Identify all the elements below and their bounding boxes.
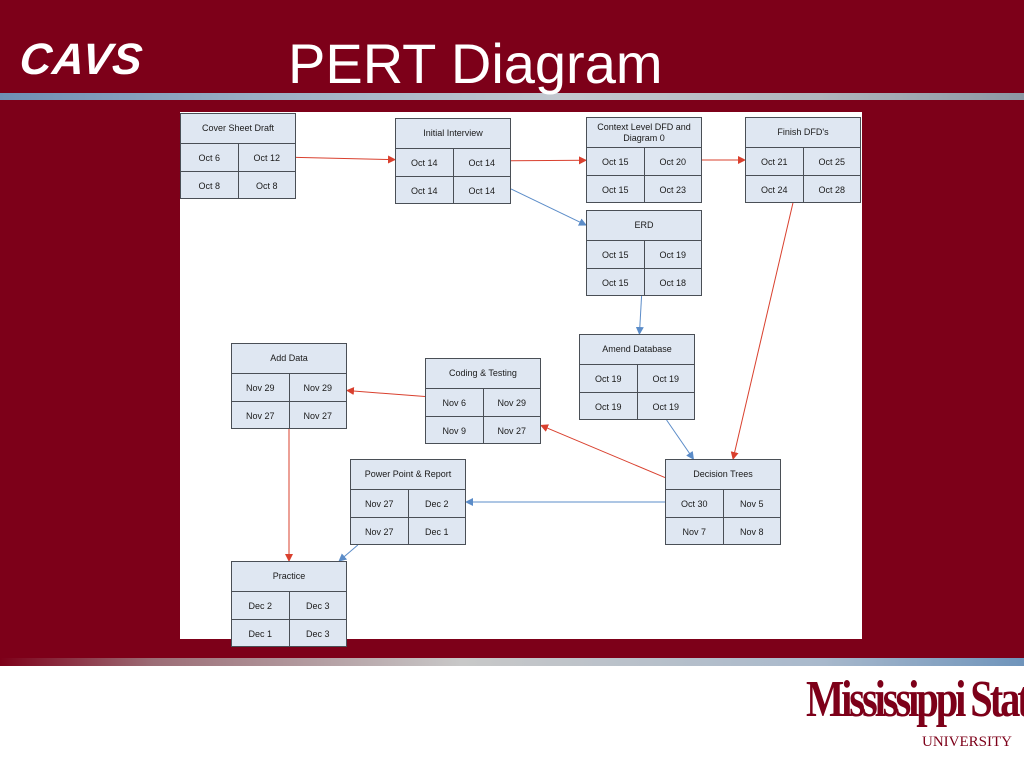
node-title: Decision Trees bbox=[666, 460, 780, 490]
node-late-start: Nov 27 bbox=[245, 410, 275, 421]
node-title: Coding & Testing bbox=[426, 359, 540, 389]
node-early-start: Oct 21 bbox=[760, 156, 788, 167]
node-early-start: Oct 15 bbox=[601, 249, 629, 260]
node-late-finish: Dec 3 bbox=[288, 620, 347, 647]
node-title: Context Level DFD and Diagram 0 bbox=[587, 118, 701, 148]
pert-node-cover-sheet-draft: Cover Sheet Draft Oct 6 Oct 12 Oct 8 Oct 8 bbox=[180, 113, 296, 199]
node-late-start: Dec 1 bbox=[248, 628, 272, 639]
node-late-finish: Nov 27 bbox=[288, 402, 347, 429]
node-title: ERD bbox=[587, 211, 701, 241]
university-name: Mississippi State bbox=[806, 671, 1024, 728]
node-late-finish: Oct 14 bbox=[452, 177, 511, 204]
node-late-finish: Nov 8 bbox=[722, 518, 781, 545]
node-late-finish: Oct 28 bbox=[802, 176, 861, 203]
node-title: Amend Database bbox=[580, 335, 694, 365]
node-early-finish: Oct 14 bbox=[452, 149, 511, 176]
pert-node-power-point-report: Power Point & Report Nov 27 Dec 2 Nov 27 D… bbox=[350, 459, 466, 545]
node-title: Cover Sheet Draft bbox=[181, 114, 295, 144]
node-late-start: Nov 9 bbox=[442, 425, 466, 436]
node-early-finish: Oct 25 bbox=[802, 148, 861, 175]
node-late-finish: Dec 1 bbox=[407, 518, 466, 545]
node-title: Practice bbox=[232, 562, 346, 592]
node-late-start: Oct 15 bbox=[601, 184, 629, 195]
node-early-start: Oct 6 bbox=[198, 152, 220, 163]
pert-arrow-coding-to-adddata bbox=[346, 387, 426, 398]
pert-node-practice: Practice Dec 2 Dec 3 Dec 1 Dec 3 bbox=[231, 561, 347, 647]
header-divider-bar bbox=[0, 93, 1024, 100]
pert-arrow-erd-to-amend bbox=[635, 295, 644, 335]
node-early-finish: Nov 29 bbox=[288, 374, 347, 401]
node-late-start: Nov 27 bbox=[364, 526, 394, 537]
node-early-finish: Nov 5 bbox=[722, 490, 781, 517]
node-early-finish: Dec 2 bbox=[407, 490, 466, 517]
node-early-start: Nov 29 bbox=[245, 382, 275, 393]
slide-title: PERT Diagram bbox=[288, 32, 663, 95]
node-early-start: Oct 15 bbox=[601, 156, 629, 167]
node-early-finish: Oct 12 bbox=[237, 144, 296, 171]
pert-arrow-interview-to-erd bbox=[510, 188, 587, 226]
pert-node-erd: ERD Oct 15 Oct 19 Oct 15 Oct 18 bbox=[586, 210, 702, 296]
pert-arrow-ppt-to-practice bbox=[338, 544, 359, 562]
pert-arrow-amend-to-decision bbox=[666, 419, 694, 460]
pert-node-add-data: Add Data Nov 29 Nov 29 Nov 27 Nov 27 bbox=[231, 343, 347, 429]
node-late-finish: Oct 8 bbox=[237, 172, 296, 199]
node-late-finish: Oct 19 bbox=[636, 393, 695, 420]
node-late-start: Oct 24 bbox=[760, 184, 788, 195]
node-late-finish: Oct 18 bbox=[643, 269, 702, 296]
node-early-start: Dec 2 bbox=[248, 600, 272, 611]
node-late-start: Oct 14 bbox=[410, 185, 438, 196]
node-early-start: Oct 19 bbox=[594, 373, 622, 384]
node-title: Add Data bbox=[232, 344, 346, 374]
pert-connectors bbox=[285, 155, 794, 562]
pert-arrow-decision-to-coding bbox=[540, 424, 666, 479]
pert-diagram: Cover Sheet Draft Oct 6 Oct 12 Oct 8 Oct 8… bbox=[180, 112, 862, 647]
node-early-start: Oct 14 bbox=[410, 157, 438, 168]
node-early-finish: Oct 19 bbox=[636, 365, 695, 392]
node-late-start: Oct 19 bbox=[594, 401, 622, 412]
pert-arrow-cover-to-interview bbox=[295, 155, 396, 164]
node-title: Finish DFD's bbox=[746, 118, 860, 148]
node-early-finish: Dec 3 bbox=[288, 592, 347, 619]
node-early-start: Nov 27 bbox=[364, 498, 394, 509]
node-early-start: Oct 30 bbox=[680, 498, 708, 509]
pert-node-context-level-dfd: Context Level DFD and Diagram 0 Oct 15 Oc… bbox=[586, 117, 702, 203]
university-subtitle: UNIVERSITY bbox=[922, 734, 1012, 750]
node-early-finish: Nov 29 bbox=[482, 389, 541, 416]
node-late-start: Oct 8 bbox=[198, 180, 220, 191]
pert-arrow-finish-to-decision bbox=[730, 202, 794, 460]
pert-node-coding-testing: Coding & Testing Nov 6 Nov 29 Nov 9 Nov 27 bbox=[425, 358, 541, 444]
pert-node-decision-trees: Decision Trees Oct 30 Nov 5 Nov 7 Nov 8 bbox=[665, 459, 781, 545]
node-early-start: Nov 6 bbox=[442, 397, 466, 408]
node-early-finish: Oct 20 bbox=[643, 148, 702, 175]
node-title: Power Point & Report bbox=[351, 460, 465, 490]
cavs-logo: CAVS bbox=[17, 35, 146, 84]
node-late-start: Nov 7 bbox=[682, 526, 706, 537]
pert-node-finish-dfds: Finish DFD's Oct 21 Oct 25 Oct 24 Oct 28 bbox=[745, 117, 861, 203]
mississippi-state-logo: Mississippi State UNIVERSITY bbox=[806, 672, 1024, 762]
node-late-finish: Nov 27 bbox=[482, 417, 541, 444]
footer-divider-bar bbox=[0, 658, 1024, 666]
node-early-finish: Oct 19 bbox=[643, 241, 702, 268]
node-title: Initial Interview bbox=[396, 119, 510, 149]
node-late-finish: Oct 23 bbox=[643, 176, 702, 203]
node-late-start: Oct 15 bbox=[601, 277, 629, 288]
